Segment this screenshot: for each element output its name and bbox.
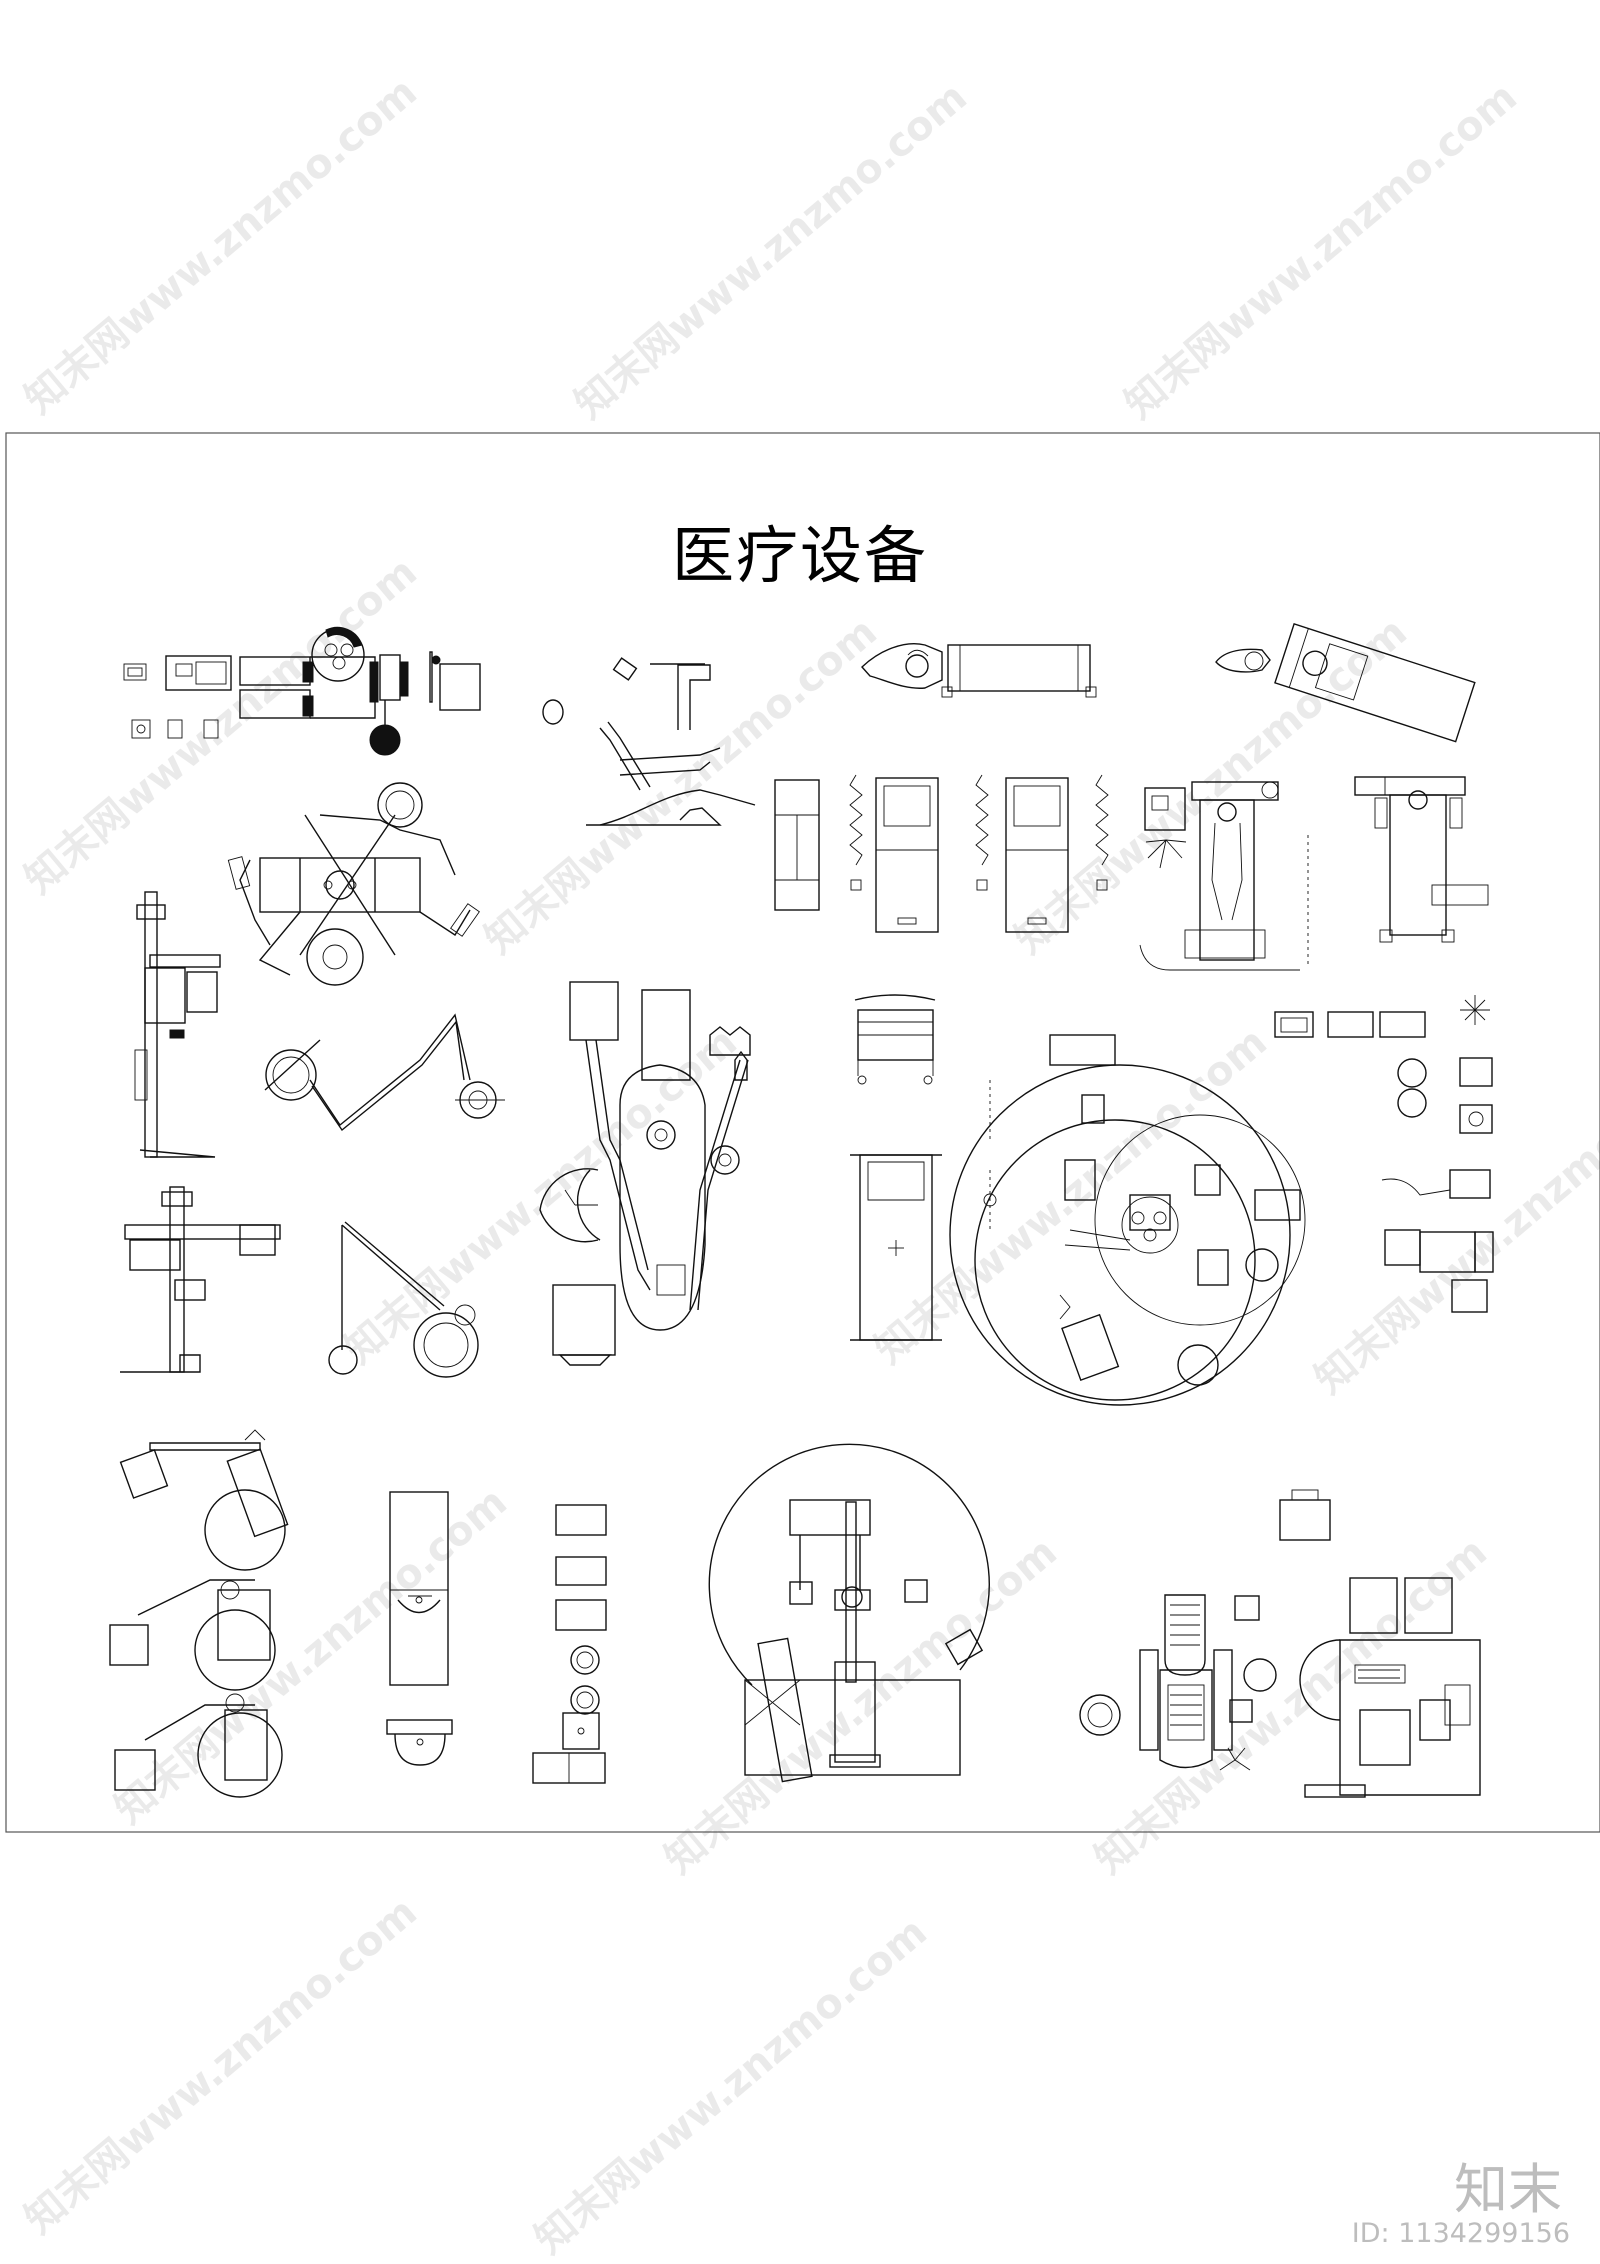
drawing-title: 医疗设备	[671, 519, 928, 592]
hospital-bed-with-patient-symbol	[1215, 623, 1476, 743]
hospital-bed-symbol	[850, 1154, 942, 1341]
scrub-sink-symbol	[386, 1491, 453, 1766]
nurse-workstation-symbol	[1299, 1577, 1481, 1798]
medical-cabinet-symbol	[774, 779, 820, 911]
operating-table-symbol	[123, 626, 481, 756]
panoramic-x-ray-symbol	[120, 1186, 281, 1373]
exam-table-with-doctor-symbol	[1139, 781, 1309, 971]
dental-treatment-unit-symbol	[708, 1443, 990, 1783]
dental-lamp-symbol	[109, 1429, 289, 1798]
operating-room-layout-symbol	[949, 1034, 1306, 1406]
x-ray-unit-symbol	[134, 891, 221, 1158]
dental-chair-top-view-symbol	[1079, 1489, 1331, 1771]
surgical-light-stand-symbol	[328, 1221, 479, 1378]
spring-symbol	[849, 774, 1109, 891]
asset-id: ID: 1134299156	[1351, 2218, 1570, 2249]
examination-bed-symbol	[861, 643, 1097, 698]
dental-unit-top-view-symbol	[539, 981, 751, 1366]
operating-table-with-lamps-symbol	[227, 782, 480, 986]
brand-logo-text: 知末	[1454, 2158, 1562, 2221]
equipment-boxes-symbol	[532, 1504, 607, 1784]
surgical-lamp-arm-symbol	[264, 1013, 505, 1132]
instrument-trolley-symbol	[854, 994, 936, 1085]
drawing-frame	[5, 432, 1600, 1833]
dental-chair-side-view-symbol	[542, 657, 756, 826]
stretcher-symbol	[875, 777, 1069, 933]
patient-bed-top-view-symbol	[1354, 776, 1489, 943]
medical-devices-symbol	[1274, 995, 1494, 1313]
